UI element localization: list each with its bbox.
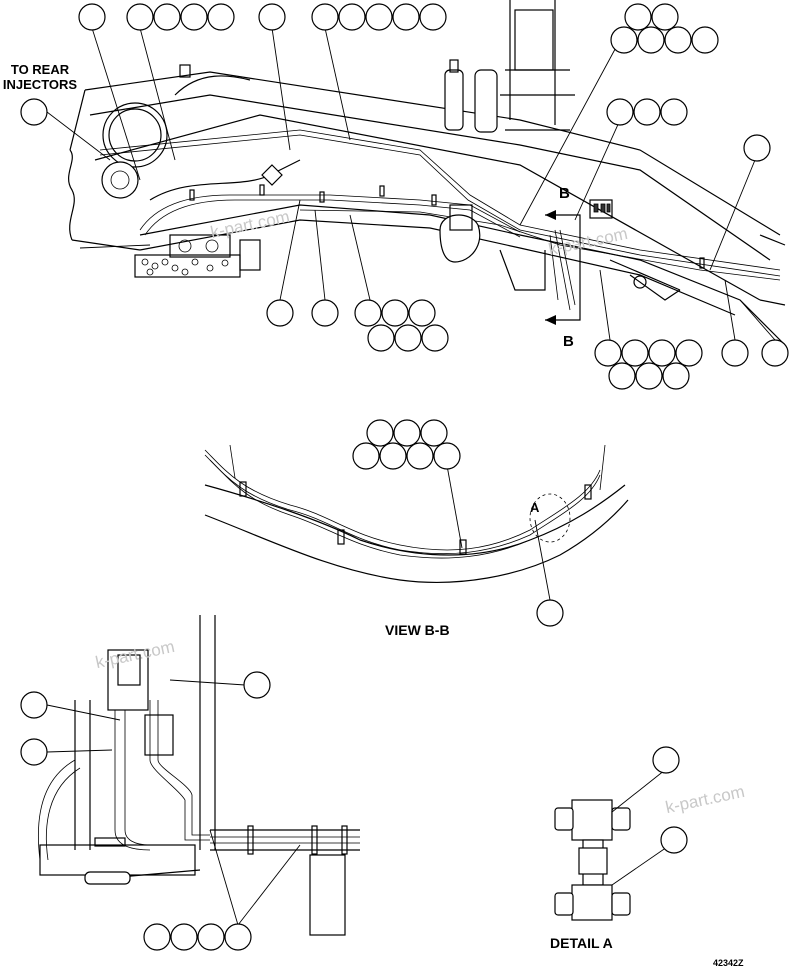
callout-bubble xyxy=(594,339,622,367)
main-side-view xyxy=(67,0,786,346)
detail-a xyxy=(554,799,631,921)
callout-bubble xyxy=(379,442,407,470)
callout-bubble xyxy=(394,324,422,352)
callout-bubbles xyxy=(20,3,789,951)
callout-bubble xyxy=(143,923,171,951)
callout-bubble xyxy=(608,362,636,390)
to-rear-injectors-label: TO REAR INJECTORS xyxy=(2,62,78,92)
callout-bubble xyxy=(365,3,393,31)
callout-bubble xyxy=(651,3,679,31)
section-b-top-label: B xyxy=(559,185,570,202)
callout-bubble xyxy=(419,3,447,31)
callout-bubble xyxy=(197,923,225,951)
lower-left-view xyxy=(37,615,360,936)
callout-bubble xyxy=(721,339,749,367)
view-bb xyxy=(204,444,629,583)
callout-bubble xyxy=(633,98,661,126)
callout-bubble xyxy=(20,691,48,719)
callout-bubble xyxy=(406,442,434,470)
callout-bubble xyxy=(352,442,380,470)
callout-bubble xyxy=(433,442,461,470)
detail-a-title: DETAIL A xyxy=(550,935,613,951)
section-b-arrows xyxy=(545,210,581,325)
callout-bubble xyxy=(126,3,154,31)
callout-bubble xyxy=(224,923,252,951)
callout-bubble xyxy=(266,299,294,327)
view-bb-title: VIEW B-B xyxy=(385,622,450,638)
detail-a-marker: A xyxy=(530,500,540,515)
callout-bubble xyxy=(660,98,688,126)
callout-bubble xyxy=(367,324,395,352)
callout-bubble xyxy=(675,339,703,367)
callout-bubble xyxy=(420,419,448,447)
callout-bubble xyxy=(78,3,106,31)
callout-bubble xyxy=(207,3,235,31)
callout-bubble xyxy=(662,362,690,390)
callout-bubble xyxy=(610,26,638,54)
callout-bubble xyxy=(408,299,436,327)
callout-bubble xyxy=(536,599,564,627)
callout-bubble xyxy=(381,299,409,327)
callout-bubble xyxy=(311,3,339,31)
drawing-number: 42342Z xyxy=(713,958,744,968)
callout-bubble xyxy=(20,738,48,766)
callout-bubble xyxy=(311,299,339,327)
callout-bubble xyxy=(660,826,688,854)
callout-bubble xyxy=(366,419,394,447)
callout-bubble xyxy=(153,3,181,31)
leader-lines xyxy=(46,27,776,926)
callout-bubble xyxy=(170,923,198,951)
callout-bubble xyxy=(258,3,286,31)
callout-bubble xyxy=(392,3,420,31)
callout-bubble xyxy=(180,3,208,31)
callout-bubble xyxy=(743,134,771,162)
callout-bubble xyxy=(243,671,271,699)
callout-bubble xyxy=(606,98,634,126)
callout-bubble xyxy=(621,339,649,367)
callout-bubble xyxy=(648,339,676,367)
callout-bubble xyxy=(354,299,382,327)
callout-bubble xyxy=(421,324,449,352)
callout-bubble xyxy=(635,362,663,390)
section-b-bottom-label: B xyxy=(563,333,574,350)
callout-bubble xyxy=(637,26,665,54)
callout-bubble xyxy=(20,98,48,126)
callout-bubble xyxy=(338,3,366,31)
callout-bubble xyxy=(664,26,692,54)
callout-bubble xyxy=(652,746,680,774)
callout-bubble xyxy=(624,3,652,31)
callout-bubble xyxy=(761,339,789,367)
callout-bubble xyxy=(691,26,719,54)
callout-bubble xyxy=(393,419,421,447)
